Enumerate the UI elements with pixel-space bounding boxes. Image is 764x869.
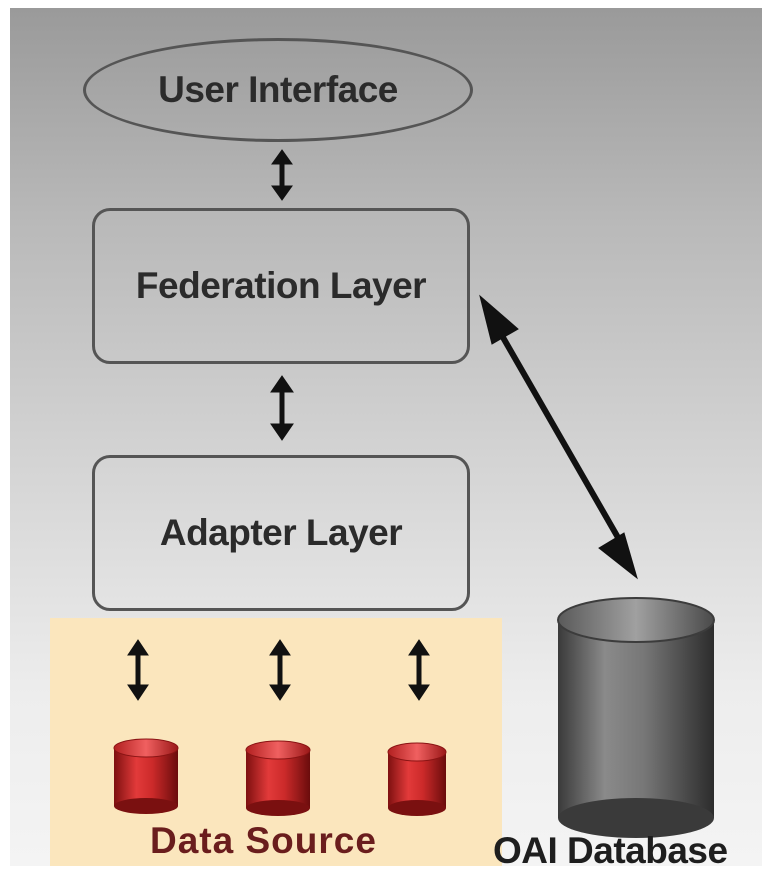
database-cylinder-icon bbox=[245, 740, 311, 816]
double-arrow-icon bbox=[270, 375, 294, 441]
diagram-canvas: User Interface Federation Layer Adapter … bbox=[10, 8, 762, 866]
adapter-layer-label: Adapter Layer bbox=[159, 512, 403, 553]
oai-database-cylinder-icon bbox=[557, 597, 715, 838]
database-cylinder-icon bbox=[113, 738, 179, 814]
double-arrow-icon bbox=[408, 639, 430, 701]
connectors-layer bbox=[113, 149, 715, 838]
diagonal-double-arrow-icon bbox=[479, 294, 638, 580]
data-source-label: Data Source bbox=[150, 820, 377, 861]
user-interface-node: User Interface bbox=[83, 38, 473, 142]
double-arrow-icon bbox=[271, 149, 293, 201]
double-arrow-icon bbox=[127, 639, 149, 701]
federation-layer-node: Federation Layer bbox=[92, 208, 470, 364]
user-interface-label: User Interface bbox=[158, 69, 398, 110]
database-cylinder-icon bbox=[387, 742, 447, 816]
federation-layer-label: Federation Layer bbox=[135, 265, 427, 306]
double-arrow-icon bbox=[269, 639, 291, 701]
oai-database-label: OAI Database bbox=[493, 830, 728, 866]
adapter-layer-node: Adapter Layer bbox=[92, 455, 470, 611]
